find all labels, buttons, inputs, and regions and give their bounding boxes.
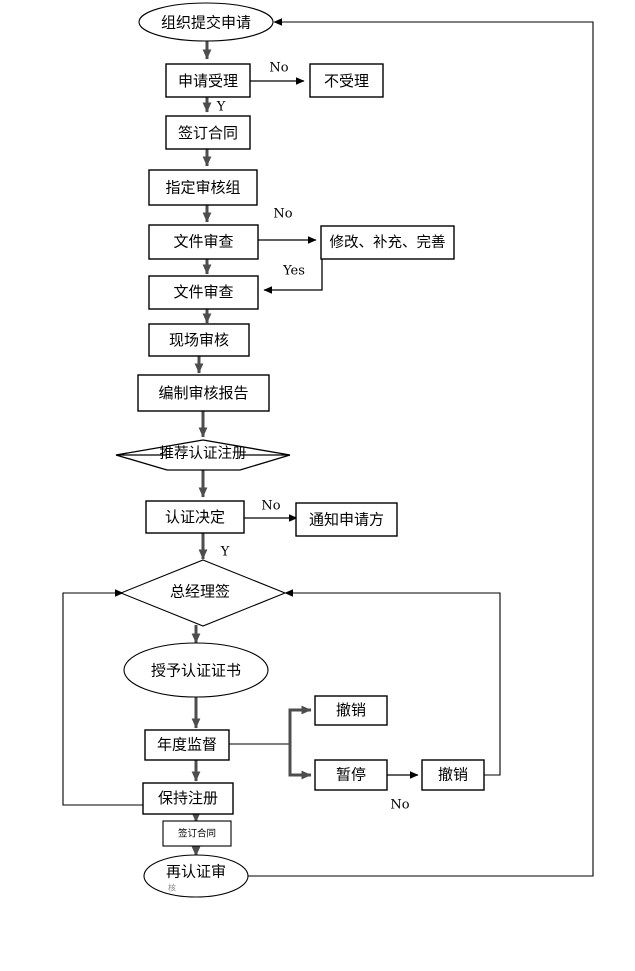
node-assign-audit-team[interactable]: 指定审核组 (148, 169, 258, 206)
assign-audit-team-rect (148, 169, 258, 206)
revise-supplement-improve-label: 修改、补充、完善 (330, 234, 446, 251)
accept-application-label: 申请受理 (178, 72, 238, 90)
edge-label-withdraw-no: No (390, 798, 409, 813)
withdraw-2-label: 撤销 (438, 766, 468, 784)
node-not-accepted[interactable]: 不受理 (309, 63, 384, 98)
sign-contract-label: 签订合同 (178, 124, 238, 142)
node-doc-review-2[interactable]: 文件审查 (148, 275, 259, 310)
node-recertification-audit[interactable]: 再认证审 核 (143, 854, 249, 898)
node-onsite-audit[interactable]: 现场审核 (148, 323, 250, 357)
node-doc-review-1[interactable]: 文件审查 (148, 224, 259, 260)
sign-contract-small-label: 签订合同 (178, 828, 216, 840)
gm-signature-label: 总经理签 (170, 583, 230, 601)
node-suspend[interactable]: 暂停 (314, 759, 388, 791)
doc-review-2-label: 文件审查 (173, 283, 233, 301)
node-accept-application[interactable]: 申请受理 (165, 63, 251, 98)
node-maintain-registration[interactable]: 保持注册 (142, 782, 234, 815)
withdraw-2-rect (421, 759, 485, 791)
notify-applicant-label: 通知申请方 (309, 511, 384, 529)
doc-review-1-rect (148, 224, 259, 260)
edge-label-decision-no: No (261, 499, 280, 514)
notify-applicant-rect (295, 502, 398, 537)
edge-surveillance-to-suspend (288, 744, 312, 780)
grant-certificate-ellipse (123, 642, 269, 698)
withdraw-1-rect (314, 695, 388, 726)
node-withdraw-2[interactable]: 撤销 (421, 759, 485, 791)
node-withdraw-1[interactable]: 撤销 (314, 695, 388, 726)
assign-audit-team-label: 指定审核组 (165, 179, 240, 197)
sign-contract-small-rect (162, 820, 232, 847)
node-certification-decision[interactable]: 认证决定 (145, 500, 245, 534)
sign-contract-rect (165, 115, 251, 150)
suspend-rect (314, 759, 388, 791)
accept-application-rect (165, 63, 251, 98)
node-notify-applicant[interactable]: 通知申请方 (295, 502, 398, 537)
maintain-registration-label: 保持注册 (158, 789, 218, 807)
grant-certificate-label: 授予认证证书 (151, 662, 241, 680)
node-revise-supplement-improve[interactable]: 修改、补充、完善 (320, 225, 455, 260)
recertification-audit-label: 再认证审 (166, 863, 226, 881)
node-annual-surveillance[interactable]: 年度监督 (144, 729, 230, 761)
certification-decision-rect (145, 500, 245, 534)
submit-application-ellipse (138, 2, 274, 42)
recertification-audit-ellipse (143, 854, 249, 898)
recommend-registration-lower-left (115, 454, 168, 471)
withdraw-1-label: 撤销 (336, 701, 366, 719)
not-accepted-rect (309, 63, 384, 98)
revise-supplement-improve-rect (320, 225, 455, 260)
node-submit-application[interactable]: 组织提交申请 (138, 2, 274, 42)
node-gm-signature[interactable]: 总经理签 (119, 559, 287, 627)
edge-label-docreview-no: No (273, 207, 292, 222)
edge-label-revise-yes: Yes (282, 264, 305, 279)
recommend-registration-lower-right (239, 454, 291, 471)
recommend-registration-label: 推荐认证注册 (160, 445, 247, 462)
edge-label-accept-no: No (269, 61, 288, 76)
onsite-audit-label: 现场审核 (169, 331, 229, 349)
doc-review-2-rect (148, 275, 259, 310)
doc-review-1-label: 文件审查 (173, 233, 233, 251)
submit-application-label: 组织提交申请 (161, 14, 251, 32)
node-prepare-audit-report[interactable]: 编制审核报告 (137, 374, 270, 412)
prepare-audit-report-label: 编制审核报告 (158, 384, 248, 402)
gm-signature-diamond (119, 559, 287, 627)
edge-withdraw2-to-gmsign (284, 589, 501, 776)
edge-maintain-to-gmsign (62, 589, 144, 806)
annual-surveillance-rect (144, 729, 230, 761)
edge-recert-to-submit (248, 18, 594, 877)
suspend-label: 暂停 (336, 766, 366, 784)
edge-surveillance-to-withdraw1 (288, 705, 312, 744)
certification-decision-label: 认证决定 (165, 508, 225, 526)
node-grant-certificate[interactable]: 授予认证证书 (123, 642, 269, 698)
node-sign-contract[interactable]: 签订合同 (165, 115, 251, 150)
onsite-audit-rect (148, 323, 250, 357)
prepare-audit-report-rect (137, 374, 270, 412)
annual-surveillance-label: 年度监督 (157, 736, 217, 754)
edge-revise-to-docreview2 (263, 258, 323, 294)
edge-label-accept-yes: Y (216, 100, 226, 115)
recertification-audit-sublabel: 核 (168, 883, 176, 893)
maintain-registration-rect (142, 782, 234, 815)
node-recommend-registration[interactable]: 推荐认证注册 (115, 439, 291, 471)
node-sign-contract-small[interactable]: 签订合同 (162, 820, 232, 847)
not-accepted-label: 不受理 (324, 72, 369, 90)
edge-label-decision-yes: Y (220, 545, 230, 560)
